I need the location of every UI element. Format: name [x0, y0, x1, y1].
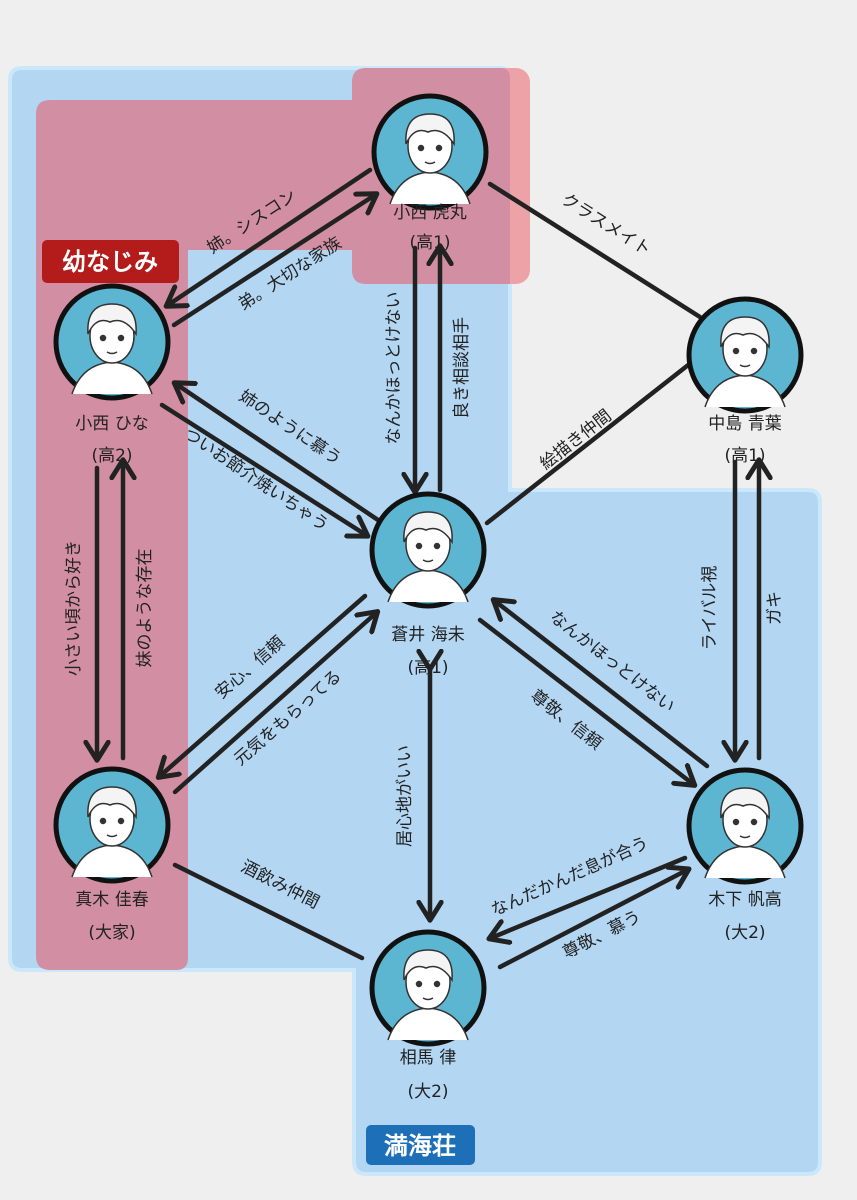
- character-grade: (大家): [88, 923, 135, 943]
- label-hodaka-to-aoba: ガキ: [765, 591, 785, 625]
- osananajimi-tag-label: 幼なじみ: [62, 248, 158, 276]
- osananajimi-tag: 幼なじみ: [42, 240, 179, 283]
- character-name: 小西 虎丸: [393, 203, 466, 223]
- label-umi-ritsu: 居心地がいい: [395, 745, 415, 847]
- label-toramaru-aoba: クラスメイト: [558, 190, 655, 261]
- label-aoba-umi: 絵描き仲間: [536, 406, 615, 474]
- character-name: 小西 ひな: [75, 414, 148, 434]
- character-node: 中島 青葉 (高1): [689, 299, 801, 466]
- label-hina-to-yoshiharu: 小さい頃から好き: [64, 540, 84, 676]
- character-name: 蒼井 海未: [391, 625, 464, 645]
- character-name: 中島 青葉: [708, 414, 781, 434]
- character-name: 真木 佳春: [75, 890, 148, 910]
- character-grade: (高1): [407, 658, 448, 678]
- label-umi-to-toramaru: 良き相談相手: [452, 317, 472, 419]
- character-grade: (高2): [91, 446, 132, 466]
- label-toramaru-to-umi: なんかほっとけない: [384, 292, 404, 445]
- character-grade: (大2): [407, 1082, 448, 1102]
- character-name: 相馬 律: [400, 1048, 456, 1068]
- mankaisou-tag-label: 満海荘: [384, 1132, 456, 1160]
- character-name: 木下 帆高: [708, 890, 781, 910]
- mankaisou-tag: 満海荘: [366, 1125, 475, 1165]
- character-grade: (大2): [724, 923, 765, 943]
- character-grade: (高1): [724, 446, 765, 466]
- character-grade: (高1): [409, 233, 450, 253]
- label-yoshiharu-to-hina: 妹のような存在: [135, 549, 155, 668]
- label-aoba-to-hodaka: ライバル視: [700, 566, 720, 651]
